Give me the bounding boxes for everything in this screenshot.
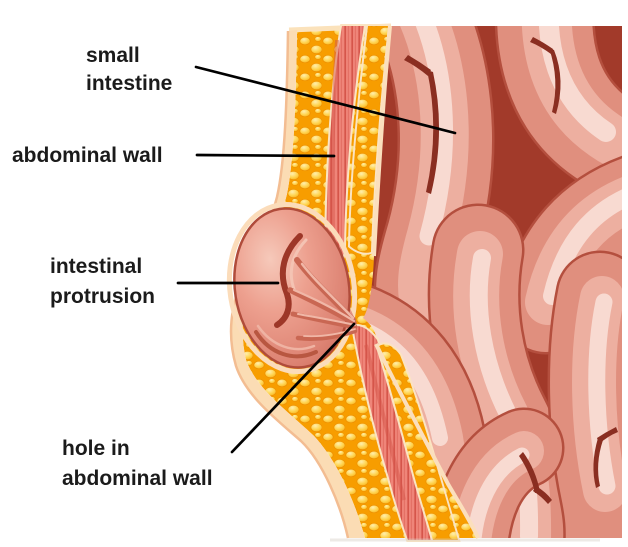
skin-layer — [231, 30, 365, 538]
leader-lines — [176, 65, 457, 454]
label-small-intestine: small intestine — [86, 44, 172, 95]
loop-fold-highlight — [289, 238, 308, 294]
intestine-crevices — [404, 37, 618, 504]
labels: small intestine abdominal wall intestina… — [12, 44, 213, 490]
leader-line-abdominal-wall — [195, 153, 336, 158]
loop-bottom-highlight — [256, 324, 316, 351]
hernia-sac-membrane — [226, 201, 358, 375]
peritoneum-lower — [374, 343, 480, 539]
abdominal-cavity — [338, 26, 622, 538]
hernia-protrusion — [226, 201, 358, 375]
muscle-shading — [329, 39, 339, 246]
leader-line-small-intestine — [194, 65, 457, 135]
inner-fat-lower — [375, 342, 461, 542]
intestine-loop — [499, 149, 622, 355]
label-intestinal-protrusion: intestinal protrusion — [50, 255, 155, 308]
intestine-loop — [547, 250, 622, 538]
pinch-folds — [287, 257, 358, 341]
fat-tissue-layer — [242, 26, 478, 538]
abdominal-wall-layers — [229, 23, 480, 542]
intestine-loop — [353, 26, 495, 351]
label-abdominal-wall: abdominal wall — [12, 144, 163, 167]
loop-fold-crevice — [274, 233, 303, 328]
peritoneum-upper — [372, 25, 392, 257]
leader-line-hole-in-abdominal-wall — [230, 322, 356, 454]
label-hole-in-abdominal-wall: hole in abdominal wall — [62, 437, 213, 490]
loop-bottom-fold — [254, 330, 318, 359]
small-intestine-loops — [338, 26, 622, 538]
skin-outline — [229, 30, 350, 539]
muscle-shading — [364, 344, 406, 501]
